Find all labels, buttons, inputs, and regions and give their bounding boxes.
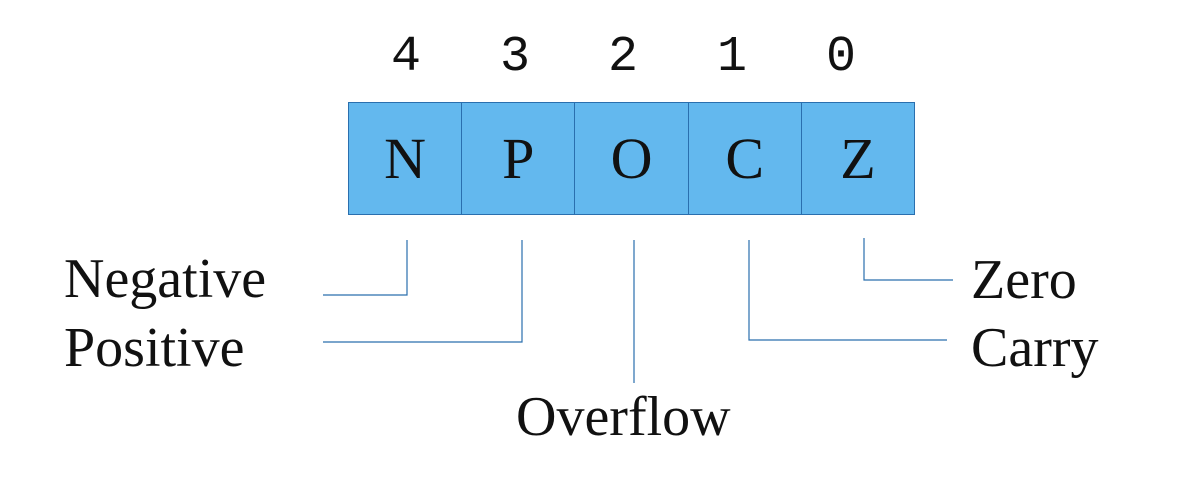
label-negative: Negative (64, 248, 267, 310)
label-zero: Zero (971, 249, 1077, 311)
bit-index-2: 2 (607, 29, 638, 86)
flag-cell-c: C (688, 103, 802, 214)
flag-cell-p: P (462, 103, 576, 214)
flag-cell-o: O (575, 103, 689, 214)
leader-line-carry (748, 240, 947, 341)
leader-line-zero (863, 238, 953, 281)
leader-line-positive (323, 240, 523, 343)
flag-cell-n: N (349, 103, 463, 214)
label-overflow: Overflow (516, 386, 731, 448)
flag-register: N P O C Z (348, 102, 915, 215)
bit-index-0: 0 (825, 29, 856, 86)
bit-index-3: 3 (499, 29, 530, 86)
label-positive: Positive (64, 317, 245, 379)
bit-index-1: 1 (716, 29, 747, 86)
flag-cell-z: Z (801, 103, 915, 214)
bit-index-4: 4 (390, 29, 421, 86)
leader-line-negative (323, 240, 408, 296)
label-carry: Carry (971, 317, 1099, 379)
